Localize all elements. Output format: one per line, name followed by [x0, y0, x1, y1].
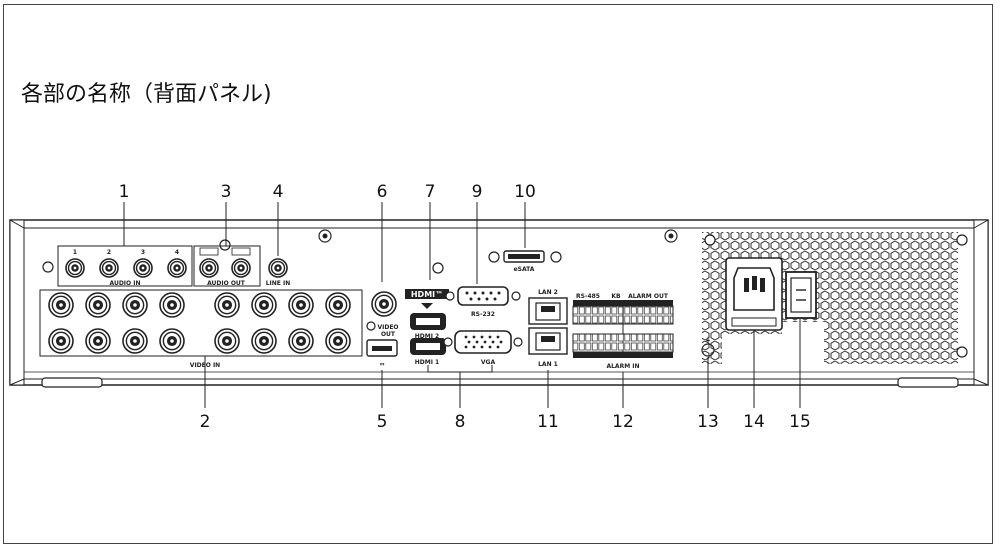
- video-in-jack: [159, 328, 185, 354]
- audio-out-label: AUDIO OUT: [207, 280, 246, 287]
- lan1-label: LAN 1: [538, 361, 558, 368]
- callout-7: 7: [425, 182, 436, 202]
- video-in-jack: [214, 292, 240, 318]
- video-in-jack: [122, 328, 148, 354]
- alarm-out-label: ALARM OUT: [628, 293, 669, 300]
- video-in-jack: [159, 292, 185, 318]
- audio-in-ch-1: 1: [73, 249, 77, 256]
- video-in-jack: [288, 328, 314, 354]
- audio-in-jack: [133, 258, 153, 278]
- arrow-down-icon: [421, 303, 433, 309]
- callout-1: 1: [119, 182, 130, 202]
- callout-numbers: 1 3 4 6 7 9 10 2 5 8 11 12 13 14 15: [119, 182, 811, 432]
- audio-in-ch-2: 2: [107, 249, 111, 256]
- video-in-jack: [214, 328, 240, 354]
- audio-in-channel-labels: 1 2 3 4: [73, 249, 179, 256]
- lan-ports: LAN 2 LAN 1: [528, 289, 568, 368]
- video-out-jack: [371, 291, 397, 317]
- vga-label: VGA: [481, 359, 496, 366]
- callout-5: 5: [377, 412, 388, 432]
- video-out-label-1: VIDEO: [377, 324, 398, 331]
- power-switch: [785, 271, 817, 319]
- callout-14: 14: [743, 412, 765, 432]
- usb-port: ⇔: [366, 339, 398, 368]
- figure-frame: [3, 4, 993, 544]
- video-in-group: VIDEO IN: [39, 289, 363, 369]
- rs232-label: RS-232: [471, 311, 495, 318]
- video-in-jack: [325, 292, 351, 318]
- audio-in-ch-3: 3: [141, 249, 145, 256]
- video-in-jack: [251, 292, 277, 318]
- video-in-jack: [288, 292, 314, 318]
- audio-in-jack: [99, 258, 119, 278]
- callouts: [123, 202, 801, 408]
- video-out-label-2: OUT: [381, 331, 396, 338]
- terminal-blocks: RS-485 KB ALARM OUT ALARM IN: [572, 293, 674, 370]
- audio-out-jack: [199, 258, 219, 278]
- hdmi-1-label: HDMI 1: [415, 359, 439, 366]
- audio-in-label: AUDIO IN: [110, 280, 141, 287]
- callout-6: 6: [377, 182, 388, 202]
- video-in-jack: [122, 292, 148, 318]
- lan2-label: LAN 2: [538, 289, 558, 296]
- rs232-port: RS-232: [445, 286, 521, 318]
- audio-in-group: 1 2 3 4 AUDIO IN: [42, 245, 193, 287]
- alarm-in-label: ALARM IN: [606, 363, 639, 370]
- video-in-jack: [48, 328, 74, 354]
- line-in-label: LINE IN: [266, 280, 291, 287]
- callout-8: 8: [455, 412, 466, 432]
- callout-9: 9: [472, 182, 483, 202]
- video-out-group: VIDEO OUT: [366, 291, 399, 338]
- line-in-group: LINE IN: [266, 258, 291, 287]
- vga-port: VGA: [443, 330, 523, 366]
- callout-11: 11: [537, 412, 559, 432]
- callout-2: 2: [200, 412, 211, 432]
- callout-15: 15: [789, 412, 811, 432]
- power-inlet: [725, 257, 783, 331]
- callout-10: 10: [514, 182, 536, 202]
- kb-label: KB: [611, 293, 621, 300]
- audio-in-jack: [167, 258, 187, 278]
- esata-label: eSATA: [514, 266, 535, 273]
- hdmi-group: HDMI™ HDMI 2 HDMI 1: [405, 262, 449, 366]
- audio-out-group: AUDIO OUT: [193, 239, 261, 287]
- callout-3: 3: [221, 182, 232, 202]
- esata-port: eSATA: [488, 250, 562, 273]
- audio-in-jack: [65, 258, 85, 278]
- line-in-jack: [268, 258, 288, 278]
- callout-13: 13: [697, 412, 719, 432]
- video-in-jack: [48, 292, 74, 318]
- hdmi-logo: HDMI™: [411, 290, 443, 299]
- video-in-jack: [85, 328, 111, 354]
- video-in-jack: [325, 328, 351, 354]
- figure-title: 各部の名称（背面パネル): [21, 82, 272, 107]
- rs485-label: RS-485: [576, 293, 600, 300]
- hdmi-2-label: HDMI 2: [415, 333, 439, 340]
- callout-4: 4: [273, 182, 284, 202]
- video-in-jack: [251, 328, 277, 354]
- usb-icon: ⇔: [379, 361, 384, 368]
- audio-in-ch-4: 4: [175, 249, 179, 256]
- audio-out-jack: [231, 258, 251, 278]
- callout-12: 12: [612, 412, 634, 432]
- video-in-jack: [85, 292, 111, 318]
